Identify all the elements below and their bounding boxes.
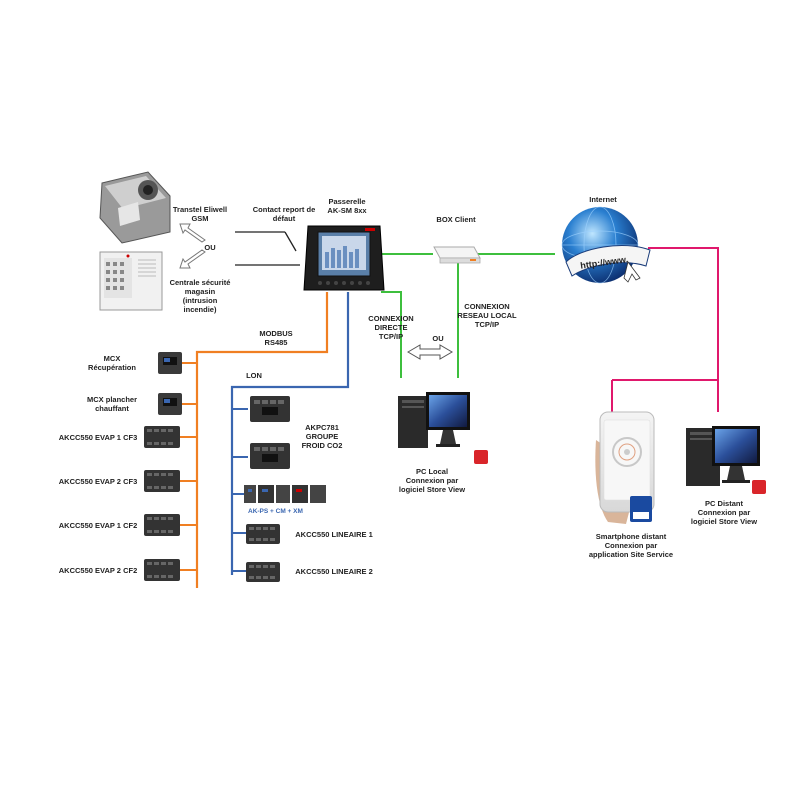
ou-arrow-up (179, 223, 206, 243)
akpc781-module-bottom (250, 443, 290, 469)
modbus-bus (195, 292, 329, 588)
lon-label: LON (246, 371, 262, 380)
transtel-gsm-device (99, 171, 171, 244)
ou-top-label: OU (204, 243, 215, 252)
pc-local-computer (398, 392, 488, 464)
akcc550-lineaire1-module (246, 524, 280, 544)
akps-label: AK-PS + CM + XM (248, 508, 303, 515)
centrale-securite-device (99, 251, 163, 311)
box-client-label: BOX Client (436, 215, 476, 224)
akcc550-lineaire2-module (246, 562, 280, 582)
akcc550-controller (144, 514, 180, 536)
box-client-router (433, 246, 481, 264)
modbus-device-label: AKCC550 EVAP 2 CF2 (59, 566, 138, 575)
contact-switch (284, 231, 297, 252)
ou-mid-label: OU (432, 334, 443, 343)
pc-distant-computer (686, 426, 766, 494)
internet-globe-icon: http://www. (561, 206, 651, 284)
modbus-device-label: AKCC550 EVAP 1 CF3 (59, 433, 138, 442)
internet-line-split (612, 379, 719, 412)
store-view-app-icon (474, 450, 488, 464)
cursor-hand-icon (623, 261, 641, 283)
green-line-direct (381, 291, 402, 378)
akcc550-controller (144, 426, 180, 448)
internet-label: Internet (589, 195, 617, 204)
connection-lines (180, 231, 719, 588)
mcx-controller (158, 393, 182, 415)
store-view-app-icon-distant (752, 480, 766, 494)
ak-sm-controller (303, 225, 385, 291)
akcc550-controller (144, 559, 180, 581)
lon-bus (230, 292, 350, 575)
akcc550-controller (144, 470, 180, 492)
lineaire1-label: AKCC550 LINEAIRE 1 (295, 530, 373, 539)
mcx-controller (158, 352, 182, 374)
modbus-branches (180, 362, 197, 571)
ou-arrow-down (179, 249, 206, 269)
akpc781-module-top (250, 396, 290, 422)
smartphone-device (595, 411, 655, 524)
lineaire2-label: AKCC550 LINEAIRE 2 (295, 567, 373, 576)
modbus-device-label: AKCC550 EVAP 2 CF3 (59, 477, 138, 486)
modbus-device-label: AKCC550 EVAP 1 CF2 (59, 521, 138, 530)
ou-double-arrow (407, 344, 453, 360)
ak-ps-cm-xm-modules (244, 485, 326, 503)
internet-line-main (648, 247, 719, 380)
